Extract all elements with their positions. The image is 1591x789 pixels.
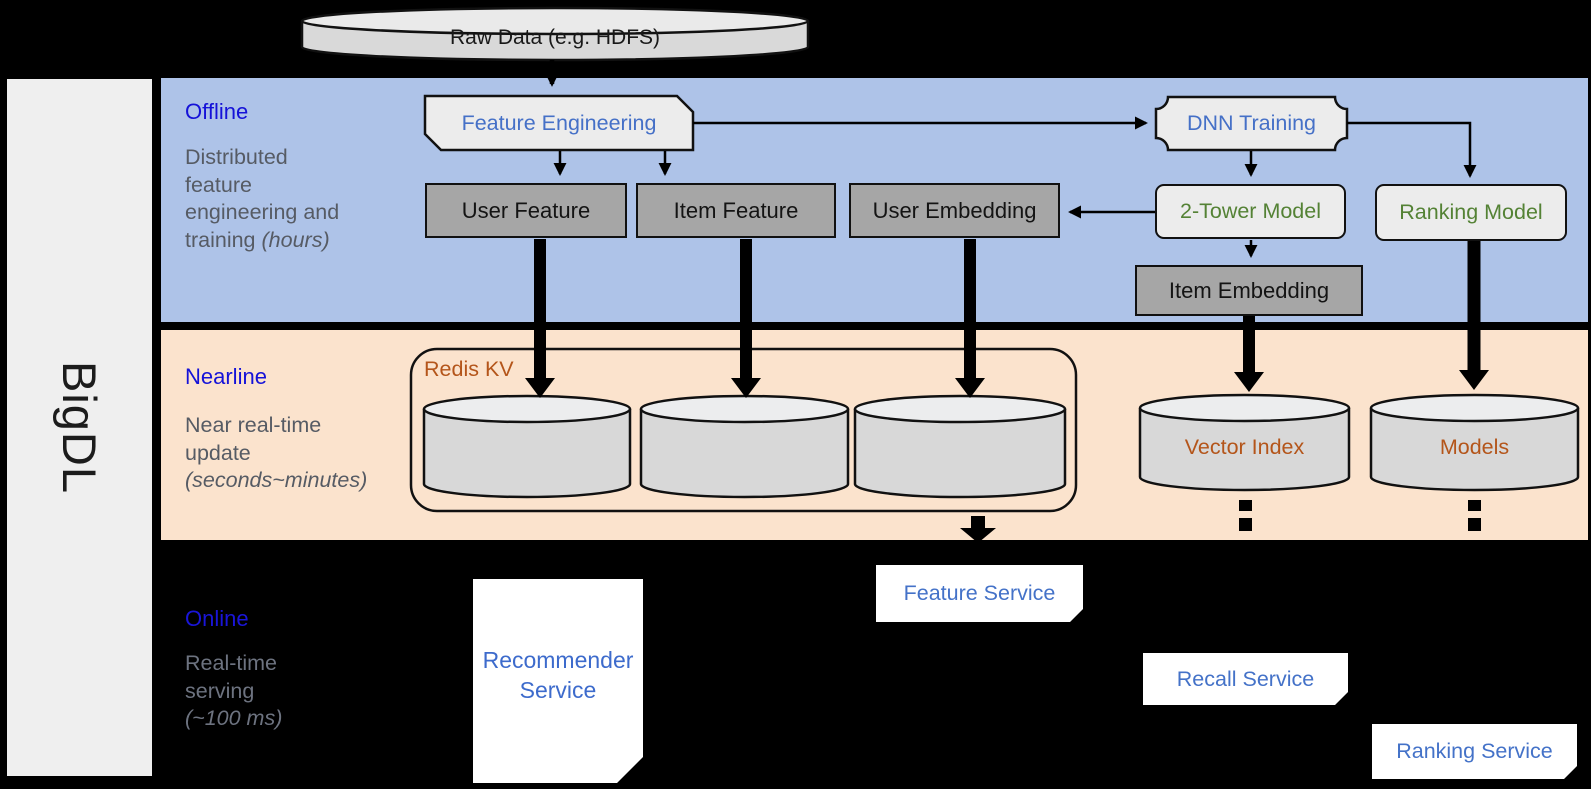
models-cylinder xyxy=(1369,393,1580,492)
nearline-desc-line2: update xyxy=(185,440,251,465)
nearline-desc-line3: (seconds~minutes) xyxy=(185,468,368,492)
redis-cylinder-1 xyxy=(422,394,632,499)
models-label: Models xyxy=(1439,434,1510,459)
offline-desc-line2: feature xyxy=(185,172,252,197)
online-band-title: Online xyxy=(185,606,249,631)
redis-kv-label: Redis KV xyxy=(424,357,514,381)
nearline-band-title: Nearline xyxy=(185,364,267,389)
bigdl-sidebar: BigDL xyxy=(7,79,152,776)
recall-service-note: Recall Service xyxy=(1143,653,1348,705)
recommender-service-doc: Recommender Service xyxy=(473,579,643,783)
ranking-service-label: Ranking Service xyxy=(1396,739,1553,763)
online-desc-line3: (~100 ms) xyxy=(185,706,283,730)
online-desc-line2: serving xyxy=(185,678,255,703)
raw-data-label: Raw Data (e.g. HDFS) xyxy=(449,26,661,49)
offline-desc-line4: training (hours) xyxy=(185,227,330,252)
feature-service-label: Feature Service xyxy=(903,581,1056,605)
nearline-desc-line1: Near real-time xyxy=(185,413,322,437)
feature-service-note: Feature Service xyxy=(876,565,1083,622)
arrow-item-feature-to-redis xyxy=(731,239,761,398)
recall-service-label: Recall Service xyxy=(1176,666,1315,691)
raw-data-cylinder xyxy=(300,6,810,62)
user-feature-box: User Feature xyxy=(425,183,627,238)
recommender-service-label: Recommender Service xyxy=(482,647,634,703)
redis-cylinder-2 xyxy=(639,394,850,499)
dashed-drop-models xyxy=(1468,500,1481,531)
online-desc-line1: Real-time xyxy=(185,651,277,675)
feature-engineering-shape xyxy=(423,94,695,152)
item-embedding-box: Item Embedding xyxy=(1135,265,1363,316)
offline-desc-line3: engineering and xyxy=(185,200,340,224)
dnn-training-shape xyxy=(1154,95,1349,152)
nearline-band-description: Near real-time update (seconds~minutes) xyxy=(185,412,425,495)
vector-index-label: Vector Index xyxy=(1184,434,1305,459)
dnn-training-label: DNN Training xyxy=(1186,111,1317,135)
offline-band-description: Distributed feature engineering and trai… xyxy=(185,144,385,254)
arrow-user-feature-to-redis xyxy=(525,239,555,398)
ranking-service-note: Ranking Service xyxy=(1372,724,1577,779)
item-feature-box: Item Feature xyxy=(636,183,836,238)
online-band-description: Real-time serving (~100 ms) xyxy=(185,650,385,733)
redis-cylinder-3 xyxy=(853,394,1067,499)
offline-desc-line1: Distributed xyxy=(185,145,288,169)
arrow-item-embedding-to-vector-index xyxy=(1234,314,1264,392)
feature-engineering-label: Feature Engineering xyxy=(461,110,657,135)
ranking-model-box: Ranking Model xyxy=(1375,184,1567,241)
arrow-ranking-model-to-models xyxy=(1459,239,1489,390)
arrow-dnn-to-ranking-model xyxy=(1347,121,1477,178)
two-tower-model-box: 2-Tower Model xyxy=(1155,184,1346,239)
offline-band-title: Offline xyxy=(185,99,249,124)
arrow-user-embedding-to-redis xyxy=(955,239,985,398)
dashed-arrow-redis-to-feature-service xyxy=(960,516,996,543)
vector-index-cylinder xyxy=(1138,393,1351,492)
user-embedding-box: User Embedding xyxy=(849,183,1060,238)
dashed-drop-vector-index xyxy=(1239,500,1252,531)
